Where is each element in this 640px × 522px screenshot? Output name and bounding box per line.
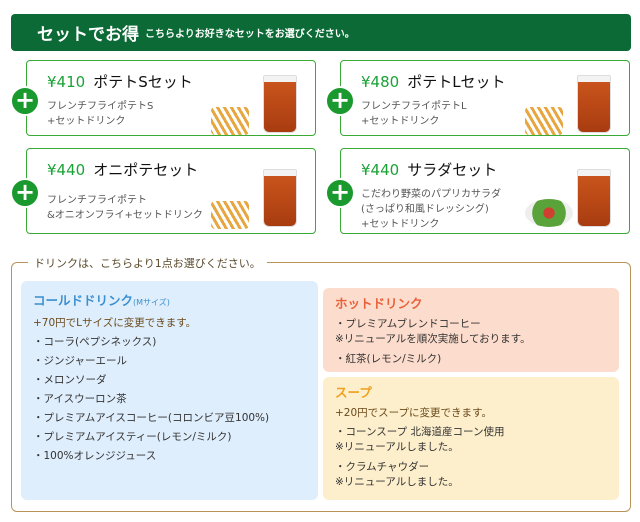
plus-icon[interactable]: + [325, 86, 355, 116]
drink-note: ※リニューアルを順次実施しております。 [335, 333, 531, 345]
plus-icon[interactable]: + [10, 86, 40, 116]
set-name: オニポテセット [93, 161, 199, 179]
onion-fries-drink-image [211, 169, 301, 229]
drink-item[interactable]: ・プレミアムアイスティー(レモン/ミルク) [33, 431, 232, 443]
set-name: ポテトLセット [407, 73, 506, 91]
plus-icon[interactable]: + [10, 178, 40, 208]
set-price: ¥440 [361, 161, 400, 179]
drink-item[interactable]: ・プレミアムアイスコーヒー(コロンビア豆100%) [33, 412, 270, 424]
drink-item[interactable]: ・プレミアムブレンドコーヒー [335, 318, 481, 330]
set-price: ¥410 [47, 73, 86, 91]
cold-title: コールドドリンク [33, 293, 134, 308]
set-price: ¥440 [47, 161, 86, 179]
soup-box: スープ +20円でスープに変更できます。 ・コーンスープ 北海道産コーン使用 ※… [323, 377, 619, 500]
drink-selection-panel [11, 262, 631, 512]
drink-item[interactable]: ・アイスウーロン茶 [33, 393, 127, 405]
cold-size: (Mサイズ) [133, 298, 170, 307]
hot-drink-box: ホットドリンク ・プレミアムブレンドコーヒー ※リニューアルを順次実施しておりま… [323, 288, 619, 372]
soup-item[interactable]: ・クラムチャウダー [335, 461, 430, 473]
drink-legend: ドリンクは、こちらより1点お選びください。 [28, 255, 267, 271]
set-desc: フレンチフライポテト &オニオンフライ+セットドリンク [47, 195, 203, 221]
cold-note: +70円でLサイズに変更できます。 [33, 317, 197, 329]
salad-drink-image [525, 169, 615, 229]
soup-note: +20円でスープに変更できます。 [335, 407, 492, 419]
banner-title: セットでお得 [37, 25, 139, 45]
cold-drink-box: コールドドリンク(Mサイズ) +70円でLサイズに変更できます。 ・コーラ(ペプ… [21, 281, 318, 500]
set-desc: こだわり野菜のパプリカサラダ (さっぱり和風ドレッシング) +セットドリンク [361, 189, 501, 230]
set-desc: フレンチフライポテトL +セットドリンク [361, 101, 467, 127]
soup-item[interactable]: ・コーンスープ 北海道産コーン使用 [335, 426, 505, 438]
set-card-salad[interactable]: ¥440 サラダセット こだわり野菜のパプリカサラダ (さっぱり和風ドレッシング)… [340, 148, 630, 234]
set-card-potato-l[interactable]: ¥480 ポテトLセット フレンチフライポテトL +セットドリンク [340, 60, 630, 136]
soup-note: ※リニューアルしました。 [335, 441, 459, 453]
hot-title: ホットドリンク [335, 296, 423, 311]
drink-item[interactable]: ・コーラ(ペプシネックス) [33, 336, 157, 348]
soup-title: スープ [335, 385, 372, 400]
drink-item[interactable]: ・ジンジャーエール [33, 355, 127, 367]
set-card-onipote[interactable]: ¥440 オニポテセット フレンチフライポテト &オニオンフライ+セットドリンク [26, 148, 316, 234]
banner-subtitle: こちらよりお好きなセットをお選びください。 [145, 29, 355, 40]
fries-drink-image [525, 75, 615, 135]
soup-note: ※リニューアルしました。 [335, 476, 459, 488]
set-desc: フレンチフライポテトS +セットドリンク [47, 101, 154, 127]
set-price: ¥480 [361, 73, 400, 91]
set-banner: セットでお得 こちらよりお好きなセットをお選びください。 [11, 14, 631, 51]
fries-drink-image [211, 75, 301, 135]
set-name: サラダセット [407, 161, 498, 179]
set-name: ポテトSセット [93, 73, 193, 91]
plus-icon[interactable]: + [325, 178, 355, 208]
drink-item[interactable]: ・メロンソーダ [33, 374, 107, 386]
drink-item[interactable]: ・100%オレンジジュース [33, 450, 157, 462]
set-card-potato-s[interactable]: ¥410 ポテトSセット フレンチフライポテトS +セットドリンク [26, 60, 316, 136]
drink-item[interactable]: ・紅茶(レモン/ミルク) [335, 353, 442, 365]
